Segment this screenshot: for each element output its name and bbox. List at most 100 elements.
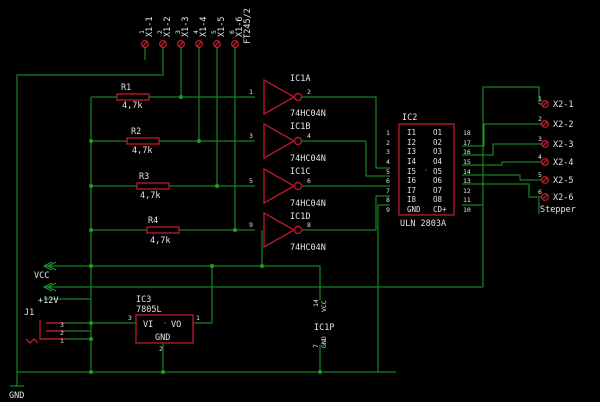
x2-pin-label: X2-4 (553, 158, 573, 168)
inverter-type: 74HC04N (290, 243, 326, 253)
ic1p-pin-gnd: 7 (312, 344, 320, 348)
ic1p-power: 14 VCC IC1P 7 GND (312, 299, 334, 348)
ic2-left-label: I2 (407, 138, 416, 147)
x1-pin-number: 1 (138, 30, 146, 34)
inverter-name: IC1A (290, 74, 310, 84)
ic2-left-label: I5 (407, 167, 416, 176)
ic2-left-pin-number: 1 (386, 129, 390, 137)
resistor-r4: R4 4,7k (146, 216, 180, 246)
resistor-r2: R2 4,7k (126, 127, 160, 156)
inverter-type: 74HC04N (290, 109, 326, 119)
x1-pin-label: X1-2 (163, 17, 173, 37)
ic2-left-pin-number: 2 (386, 139, 390, 147)
ic2-left-label: I6 (407, 176, 417, 185)
ic2-right-label: O8 (433, 195, 443, 204)
resistor-name: R2 (131, 127, 141, 137)
ic2-right-pin-number: 15 (463, 158, 471, 166)
inverter-ic1c: IC1C 74HC04N 5 6 (249, 167, 326, 209)
j1-pin: 3 (60, 321, 64, 329)
resistor-value: 4,7k (132, 146, 152, 156)
inverter-out-pin: 2 (307, 88, 311, 96)
ic2-right-label: O6 (433, 176, 443, 185)
resistor-value: 4,7k (122, 101, 142, 111)
inverter-ic1d: IC1D 74HC04N 9 8 (249, 211, 326, 253)
ic2-left-pin-number: 4 (386, 158, 390, 166)
inverter-ic1a: IC1A 74HC04N 1 2 (249, 74, 326, 119)
ic2-right-pin-number: 13 (463, 177, 471, 185)
ic2-right-label: O2 (433, 138, 442, 147)
ic2-right-pin-number: 18 (463, 129, 471, 137)
x2-pin-number: 6 (538, 188, 542, 196)
ic2-right-pin-number: 11 (463, 196, 471, 204)
inverter-in-pin: 3 (249, 132, 253, 140)
inverter-name: IC1B (290, 122, 310, 132)
ic2-right-pin-number: 17 (463, 139, 471, 147)
ic2-left-label: I4 (407, 157, 417, 166)
ic2-left-pin-number: 6 (386, 177, 390, 185)
inverter-in-pin: 5 (249, 177, 253, 185)
x1-pin-number: 2 (156, 30, 164, 34)
inverter-ic1b: IC1B 74HC04N 3 4 (249, 122, 326, 164)
x2-pin-label: X2-5 (553, 176, 573, 186)
resistor-r1: R1 4,7k (116, 83, 150, 111)
ic1p-pin-vcc: 14 (312, 299, 320, 307)
ic2-right-pin-number: 14 (463, 168, 471, 176)
ic2-left-pin-number: 3 (386, 148, 390, 156)
ic2-right-pin-number: 12 (463, 187, 471, 195)
ic3-name: IC3 (136, 295, 151, 305)
x2-part-value: Stepper (540, 205, 576, 215)
junctions (89, 95, 322, 374)
ic2-right-label: CD+ (433, 205, 447, 214)
x2-pin-number: 3 (538, 135, 542, 143)
ic1p-vcc: VCC (320, 300, 328, 312)
ic2-left-pin-number: 9 (386, 206, 390, 214)
inverter-name: IC1C (290, 167, 310, 177)
inverter-in-pin: 9 (249, 221, 253, 229)
ic2-left-pin-number: 7 (386, 187, 390, 195)
ic3-type: 7805L (136, 305, 162, 315)
x1-pin-label: X1-1 (145, 17, 155, 37)
x2-pin-label: X2-1 (553, 100, 573, 110)
ic2-type: ULN 2803A (400, 219, 446, 229)
inverter-type: 74HC04N (290, 199, 326, 209)
ic3-regulator: IC3 7805L VI VO GND 3 1 2 (128, 295, 200, 353)
ic2-right-label: O3 (433, 147, 442, 156)
wires (16, 47, 540, 386)
x1-pin-label: X1-4 (199, 17, 209, 37)
ic3-vi: VI (143, 320, 153, 330)
connector-x1: 1 2 3 4 5 6 X1-1 X1-2 X1-3 X1-4 X1-5 X1-… (138, 8, 253, 49)
j1-pin: 1 (60, 337, 64, 345)
x1-pin-number: 5 (210, 30, 218, 34)
x1-pin-label: X1-5 (217, 17, 227, 37)
x1-pin-label: X1-6 (235, 17, 245, 37)
ic2-name: IC2 (402, 113, 417, 123)
resistor-value: 4,7k (140, 191, 160, 201)
ic3-vo: VO (171, 320, 181, 330)
x2-pin-number: 1 (538, 95, 542, 103)
x2-pin-number: 4 (538, 153, 542, 161)
ic2-left-pin-number: 5 (386, 168, 390, 176)
inverter-out-pin: 4 (307, 132, 311, 140)
ic2-right-label: O4 (433, 157, 443, 166)
inverter-out-pin: 8 (307, 221, 311, 229)
ic1p-gnd: GND (320, 336, 328, 348)
x2-pin-number: 2 (538, 115, 542, 123)
ic2-right-pin-number: 10 (463, 206, 471, 214)
j1-pin: 2 (60, 329, 64, 337)
ic2-left-label: I1 (407, 128, 416, 137)
x2-pin-label: X2-2 (553, 120, 573, 130)
x1-part-value: FT245/2 (243, 8, 253, 44)
x1-pin-number: 3 (174, 30, 182, 34)
vcc-label: VCC (34, 271, 49, 281)
ic2-left-label: GND (407, 205, 421, 214)
inverter-type: 74HC04N (290, 154, 326, 164)
ic3-pin-out: 1 (196, 314, 200, 322)
ic2-right-label: O1 (433, 128, 442, 137)
resistor-name: R3 (139, 172, 149, 182)
connector-x2: 1 2 3 4 5 6 X2-1 X2-2 X2-3 X2-4 X2-5 X2-… (538, 95, 576, 215)
ic3-gnd: GND (155, 333, 170, 343)
inverter-in-pin: 1 (249, 88, 253, 96)
ic3-pin-gnd: 2 (159, 345, 163, 353)
v12-label: +12V (38, 296, 58, 306)
